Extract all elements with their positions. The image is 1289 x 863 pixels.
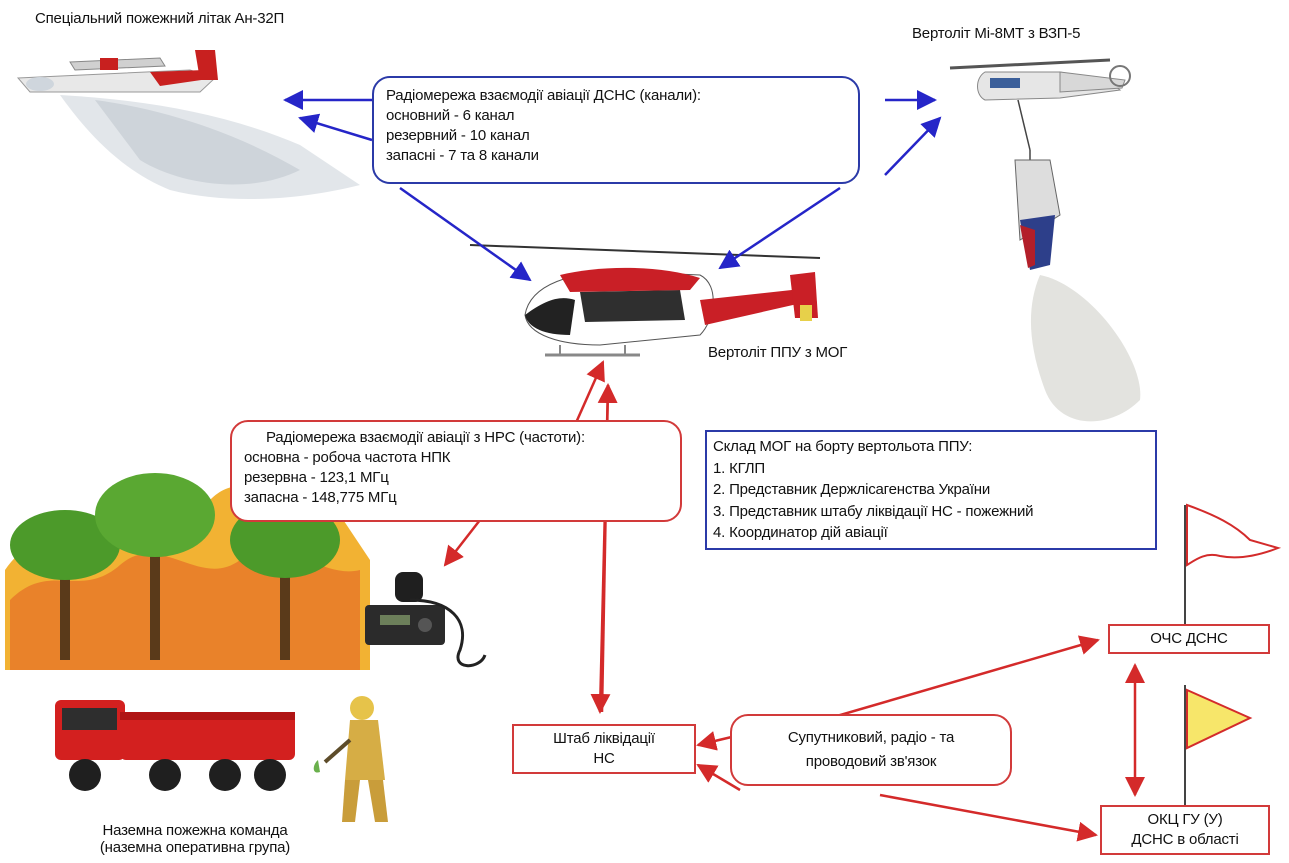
ochs-box: ОЧС ДСНС — [1108, 624, 1270, 654]
hq-box: Штаб ліквідації НС — [512, 724, 696, 774]
firefighter-illustration — [313, 696, 388, 822]
arrow-radio-to-ppu-right — [718, 186, 841, 270]
radio-nrs-line: резервна - 123,1 МГц — [244, 469, 389, 486]
mog-item: 3. Представник штабу ліквідації НС - пож… — [713, 502, 1034, 520]
radio-dsns-title: Радіомережа взаємодії авіації ДСНС (кана… — [386, 87, 701, 104]
okc-line2: ДСНС в області — [1131, 831, 1239, 848]
comms-line1: Супутниковий, радіо - та — [787, 729, 955, 746]
radio-dsns-line: резервний - 10 канал — [386, 127, 530, 144]
arrow-comms-to-ochs — [829, 635, 1100, 720]
arrow-nrs-to-radio — [443, 519, 481, 567]
ground-team-line2: (наземна оперативна група) — [99, 839, 291, 856]
radio-dsns-line: основний - 6 канал — [386, 107, 515, 124]
ochs-label: ОЧС ДСНС — [1150, 630, 1228, 647]
ground-team-label: Наземна пожежна команда (наземна операти… — [80, 822, 310, 856]
radio-station-illustration — [365, 572, 487, 668]
okc-line1: ОКЦ ГУ (У) — [1147, 811, 1223, 828]
comms-line2: проводовий зв'язок — [805, 753, 937, 770]
arrow-radio-to-plane-lower — [298, 113, 373, 142]
arrow-radio-to-ppu-left — [399, 186, 532, 282]
hq-line1: Штаб ліквідації — [553, 730, 655, 747]
ppu-label: Вертоліт ППУ з МОГ — [708, 344, 848, 361]
ppu-helicopter-illustration — [469, 244, 821, 357]
ground-team-line1: Наземна пожежна команда — [102, 822, 288, 839]
radio-dsns-line: запасні - 7 та 8 канали — [386, 147, 539, 164]
mog-item: 4. Координатор дій авіації — [713, 524, 888, 541]
radio-nrs-line: основна - робоча частота НПК — [244, 449, 451, 466]
radio-nrs-title: Радіомережа взаємодії авіації з НРС (час… — [266, 429, 585, 446]
mog-item: 2. Представник Держлісагенства України — [713, 481, 991, 498]
arrow-comms-to-hq-lower — [696, 763, 741, 792]
mog-item: 1. КГЛП — [713, 459, 765, 477]
firefighting-plane-illustration — [16, 50, 360, 200]
fire-truck-illustration — [55, 700, 295, 791]
radio-nrs-line: запасна - 148,775 МГц — [244, 489, 397, 506]
mi8-label: Вертоліт Мі-8МТ з ВЗП-5 — [912, 25, 1081, 42]
radio-nrs-box: Радіомережа взаємодії авіації з НРС (час… — [230, 420, 682, 522]
comms-box: Супутниковий, радіо - та проводовий зв'я… — [730, 714, 1012, 786]
okc-box: ОКЦ ГУ (У) ДСНС в області — [1100, 805, 1270, 855]
arrow-radio-to-mi8-lower — [884, 116, 942, 176]
arrow-nrs-to-ppu-left — [573, 360, 605, 426]
mog-box: Склад МОГ на борту вертольота ППУ: 1. КГ… — [705, 430, 1157, 550]
mog-title: Склад МОГ на борту вертольота ППУ: — [713, 438, 973, 455]
red-flag-illustration — [1184, 503, 1282, 625]
arrow-comms-to-okc — [879, 793, 1098, 842]
mi8-helicopter-illustration — [949, 58, 1141, 422]
hq-line2: НС — [593, 750, 615, 767]
forest-fire-illustration — [5, 473, 370, 670]
radio-dsns-box: Радіомережа взаємодії авіації ДСНС (кана… — [372, 76, 860, 184]
plane-label: Спеціальний пожежний літак Ан-32П — [35, 10, 285, 27]
yellow-flag-illustration — [1184, 685, 1253, 805]
